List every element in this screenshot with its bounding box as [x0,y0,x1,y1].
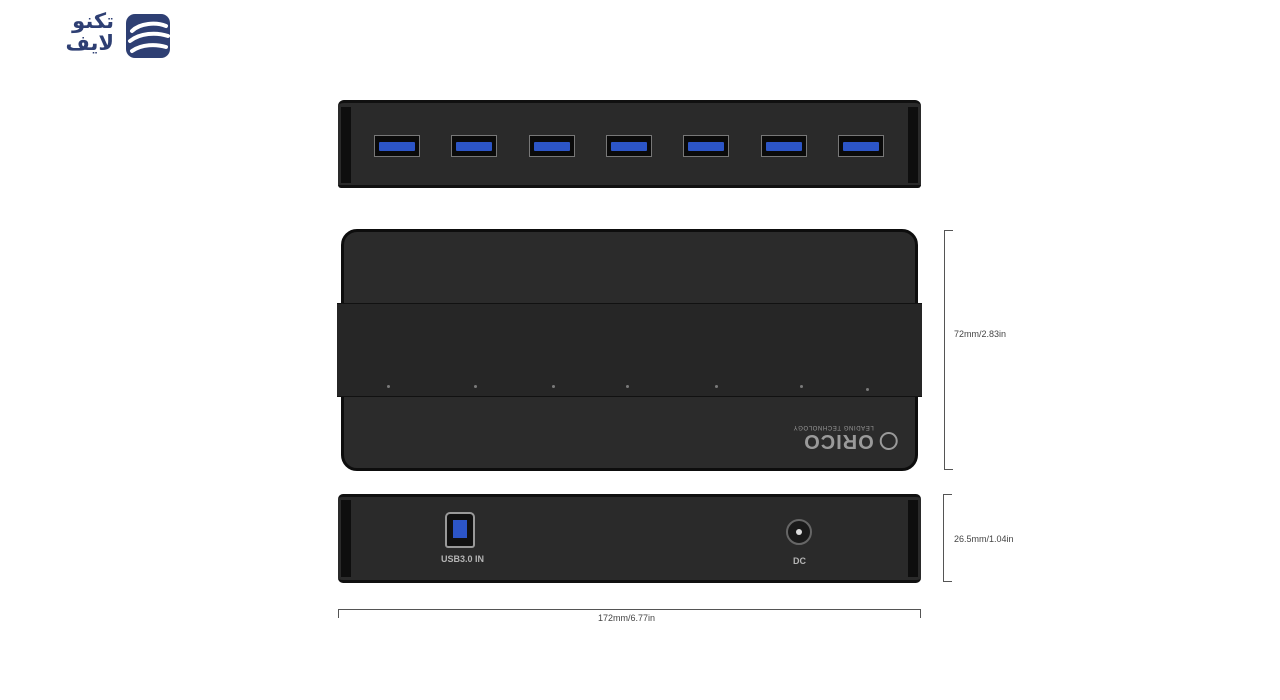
logo-text: تکنو لایف [65,10,114,54]
usb-port-5 [683,135,729,157]
led-indicator [474,385,477,388]
usb-in-label: USB3.0 IN [441,554,485,564]
depth-dimension-line [944,230,953,470]
usb-port-2 [451,135,497,157]
hub-rear-body: USB3.0 IN DC [338,494,921,583]
brand-logo: ORICO LEADING TECHNOLOGY [793,423,898,452]
led-indicator [866,388,869,391]
usb-port-1 [374,135,420,157]
hub-top-view: ORICO LEADING TECHNOLOGY [337,229,922,471]
led-indicator [552,385,555,388]
depth-dimension-label: 72mm/2.83in [954,329,1007,339]
hub-front-view [338,100,921,188]
usb-port-4 [606,135,652,157]
led-indicator [800,385,803,388]
logo-mark-icon [126,14,170,58]
logo-text-line2: لایف [65,31,114,55]
logo-text-line1: تکنو [72,9,114,33]
orico-mark-icon [880,432,898,450]
brand-tagline: LEADING TECHNOLOGY [793,424,874,430]
usb-b-port-icon [445,512,475,548]
led-indicator [715,385,718,388]
led-indicator [387,385,390,388]
hub-front-body [338,100,921,188]
led-indicator [626,385,629,388]
usb-port-6 [761,135,807,157]
hub-rear-view: USB3.0 IN DC [338,494,921,583]
height-dimension-label: 26.5mm/1.04in [954,534,1014,544]
brand-name: ORICO [803,430,874,452]
width-dimension-line [338,609,921,618]
width-dimension-label: 172mm/6.77in [598,613,656,623]
site-logo[interactable]: تکنو لایف [48,10,174,62]
dc-label: DC [793,556,806,566]
usb-port-7 [838,135,884,157]
height-dimension-line [943,494,952,582]
usb-port-3 [529,135,575,157]
dc-jack-icon [786,519,812,545]
hub-top-band [337,303,922,397]
